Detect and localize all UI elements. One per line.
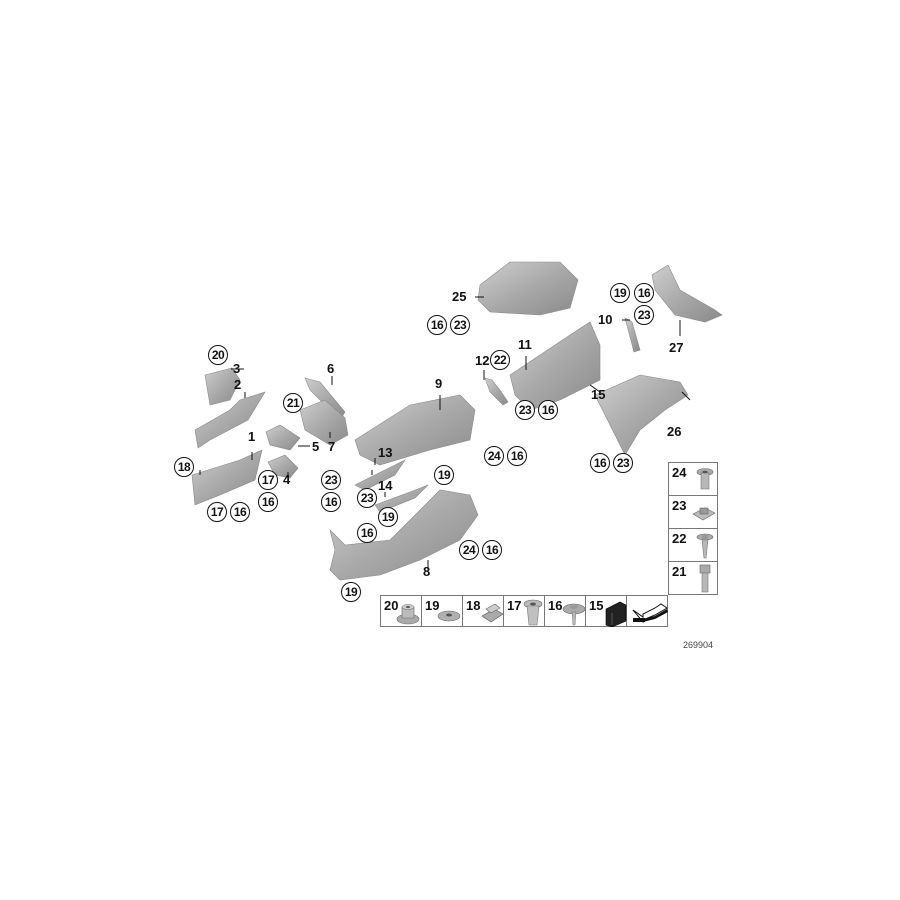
part-9-shield	[354, 394, 476, 466]
callout-3: 3	[233, 361, 241, 376]
circle-callout-23-f: 23	[613, 453, 633, 473]
circle-callout-23-a: 23	[321, 470, 341, 490]
part-1-shield	[191, 449, 263, 506]
callout-14: 14	[378, 478, 393, 493]
callout-7: 7	[328, 439, 336, 454]
hardware-table-column: 24 23 22 21	[668, 462, 718, 595]
spring-clip-icon	[481, 603, 504, 623]
part-26-shield	[594, 374, 689, 456]
part-5-shield	[265, 424, 301, 451]
circle-callout-16-a: 16	[258, 492, 278, 512]
callout-8: 8	[423, 564, 431, 579]
part-10-bracket	[624, 317, 641, 353]
diagram-code: 269904	[683, 640, 714, 650]
circle-callout-16-f: 16	[427, 315, 447, 335]
circle-callout-19-c: 19	[341, 582, 361, 602]
circle-callout-19-a: 19	[378, 507, 398, 527]
callout-27: 27	[669, 340, 684, 355]
hw-cell-23: 23	[669, 496, 717, 529]
callout-4: 4	[283, 472, 291, 487]
flange-nut-icon	[396, 604, 420, 625]
hw-cell-22: 22	[669, 529, 717, 562]
circle-callout-16-h: 16	[507, 446, 527, 466]
circle-callout-16-j: 16	[590, 453, 610, 473]
callout-9: 9	[435, 376, 443, 391]
circle-callout-16-c: 16	[321, 492, 341, 512]
circle-callout-22: 22	[490, 350, 510, 370]
expanding-nut-icon	[523, 599, 543, 626]
callout-6: 6	[327, 361, 335, 376]
direction-arrow-icon	[632, 603, 668, 624]
circle-callout-24-a: 24	[459, 540, 479, 560]
circle-callout-23-b: 23	[357, 488, 377, 508]
circle-callout-23-c: 23	[450, 315, 470, 335]
circle-callout-20: 20	[208, 345, 228, 365]
circle-callout-16-e: 16	[482, 540, 502, 560]
circle-callout-23-d: 23	[515, 400, 535, 420]
hw-cell-17: 17	[504, 596, 545, 626]
hw-cell-21: 21	[669, 562, 717, 594]
hw-cell-16: 16	[545, 596, 586, 626]
callout-1: 1	[248, 429, 256, 444]
circle-callout-24-b: 24	[484, 446, 504, 466]
hw-cell-arrow	[627, 596, 668, 626]
hex-bolt-icon	[699, 564, 711, 593]
hw-cell-24: 24	[669, 463, 717, 496]
circle-callout-21: 21	[283, 393, 303, 413]
clip-nut-icon	[692, 507, 716, 521]
circle-callout-19-d: 19	[610, 283, 630, 303]
washer-nut-icon	[437, 610, 461, 622]
callout-2: 2	[234, 377, 242, 392]
part-2-shield	[194, 391, 266, 449]
callout-13: 13	[378, 445, 393, 460]
circle-callout-16-g: 16	[538, 400, 558, 420]
part-12-bracket	[484, 377, 509, 406]
callout-25: 25	[452, 289, 467, 304]
circle-callout-16-i: 16	[634, 283, 654, 303]
circle-callout-17-a: 17	[258, 470, 278, 490]
edge-protector-icon	[605, 601, 627, 627]
part-7-shield	[299, 399, 349, 446]
hw-cell-18: 18	[463, 596, 504, 626]
callout-12: 12	[475, 353, 490, 368]
part-27-shield	[651, 264, 723, 323]
self-tapping-screw-icon	[696, 533, 714, 559]
circle-callout-23-e: 23	[634, 305, 654, 325]
hw-cell-19: 19	[422, 596, 463, 626]
circle-callout-16-b: 16	[230, 502, 250, 522]
callout-15: 15	[591, 387, 606, 402]
circle-callout-16-d: 16	[357, 523, 377, 543]
callout-26: 26	[667, 424, 682, 439]
circle-callout-17-b: 17	[207, 502, 227, 522]
callout-5: 5	[312, 439, 320, 454]
part-3-shield	[204, 367, 241, 406]
part-25-shield	[477, 261, 579, 316]
callout-11: 11	[518, 337, 532, 352]
part-11-shield	[509, 321, 601, 411]
circle-callout-19-b: 19	[434, 465, 454, 485]
hardware-table-row: 20 19 18 17 16 15	[380, 595, 668, 627]
hw-cell-15: 15	[586, 596, 627, 627]
rivet-nut-icon	[696, 468, 714, 490]
hw-cell-20: 20	[381, 596, 422, 626]
screw-washer-icon	[562, 603, 586, 626]
callout-10: 10	[598, 312, 613, 327]
circle-callout-18: 18	[174, 457, 194, 477]
part-8-shield	[329, 489, 479, 581]
